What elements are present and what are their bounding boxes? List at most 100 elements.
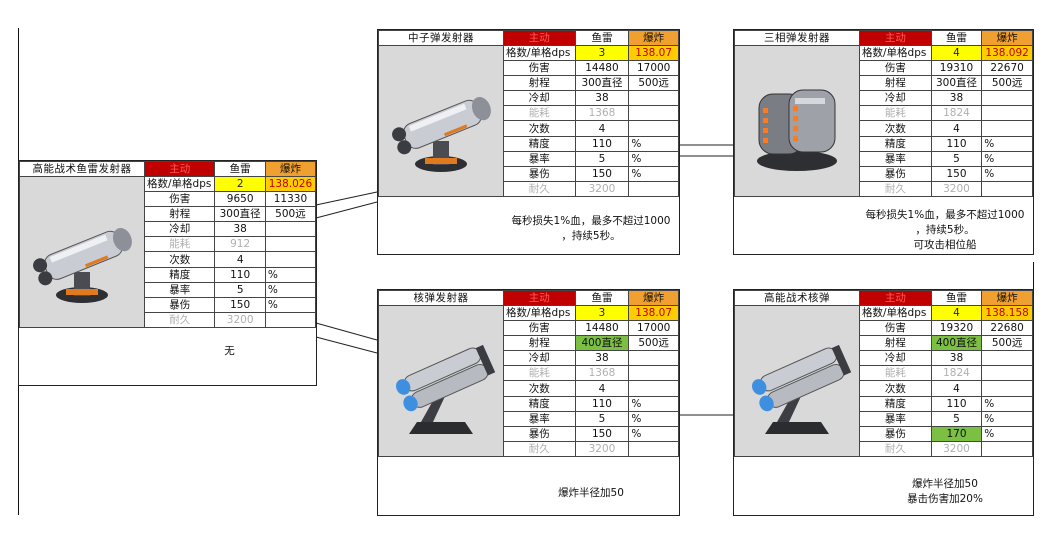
- stat-burst-range-burst: 500远: [628, 75, 679, 92]
- empty-cell: [981, 380, 1033, 397]
- stat-value-energy: 1824: [930, 105, 983, 122]
- stat-value-durability: 3200: [574, 180, 630, 198]
- header-torpedo: 鱼雷: [574, 30, 630, 46]
- stat-label-accuracy: 精度: [859, 395, 932, 412]
- stat-burst-damage-burst: 22670: [981, 60, 1033, 77]
- stat-label-crit-dmg: 暴伤: [503, 165, 576, 182]
- stat-burst-dps: 138.158: [981, 304, 1033, 322]
- stat-label-count: 次数: [503, 120, 576, 137]
- weapon-image: [19, 176, 145, 328]
- stat-label-energy: 能耗: [859, 365, 932, 382]
- empty-cell: [981, 120, 1033, 137]
- empty-cell: [628, 120, 679, 137]
- stat-label-durability: 耐久: [503, 180, 576, 198]
- stat-value-durability: 3200: [930, 180, 983, 198]
- empty-cell: [264, 236, 317, 253]
- percent-unit: %: [981, 425, 1033, 442]
- empty-cell: [628, 350, 679, 367]
- stat-value-damage: 19320: [930, 320, 983, 337]
- header-burst: 爆炸: [264, 161, 317, 177]
- stat-burst-range-burst: 500远: [628, 335, 679, 352]
- empty-cell: [628, 105, 679, 122]
- stat-label-crit-dmg: 暴伤: [503, 425, 576, 442]
- stat-value-durability: 3200: [574, 440, 630, 458]
- empty-cell: [628, 365, 679, 382]
- weapon-note: 爆炸半径加50: [502, 486, 680, 501]
- stat-label-cooldown: 冷却: [143, 221, 216, 238]
- weapon-name: 高能战术鱼雷发射器: [19, 161, 145, 177]
- stat-label-durability: 耐久: [859, 180, 932, 198]
- header-main: 主动: [143, 161, 216, 177]
- header-torpedo: 鱼雷: [930, 30, 983, 46]
- empty-cell: [981, 440, 1033, 458]
- connector-line: [315, 322, 378, 341]
- stat-burst-dps: 138.092: [981, 44, 1033, 62]
- stat-label-dps-label: 格数/单格dps: [503, 44, 576, 62]
- stat-label-damage: 伤害: [143, 191, 216, 208]
- stat-label-damage: 伤害: [859, 320, 932, 337]
- stat-value-crit-rate: 5: [574, 410, 630, 427]
- stat-value-crit-dmg: 170: [930, 425, 983, 442]
- stat-label-damage: 伤害: [859, 60, 932, 77]
- header-torpedo: 鱼雷: [574, 290, 630, 306]
- stat-label-energy: 能耗: [503, 105, 576, 122]
- percent-unit: %: [981, 135, 1033, 152]
- stat-label-dps-label: 格数/单格dps: [859, 304, 932, 322]
- weapon-note: 无: [142, 344, 317, 359]
- stat-label-dps-label: 格数/单格dps: [859, 44, 932, 62]
- percent-unit: %: [981, 150, 1033, 167]
- stat-value-count: 4: [930, 120, 983, 137]
- stat-label-range: 射程: [859, 75, 932, 92]
- stat-label-damage: 伤害: [503, 320, 576, 337]
- weapon-illustration: [33, 227, 132, 303]
- stat-value-cooldown: 38: [930, 90, 983, 107]
- stat-value-count: 4: [214, 251, 266, 268]
- stat-value-accuracy: 110: [930, 135, 983, 152]
- empty-cell: [981, 90, 1033, 107]
- stat-value-range: 300直径: [214, 206, 266, 223]
- header-main: 主动: [859, 30, 932, 46]
- percent-unit: %: [628, 425, 679, 442]
- stat-label-energy: 能耗: [503, 365, 576, 382]
- empty-cell: [264, 251, 317, 268]
- stat-label-energy: 能耗: [143, 236, 216, 253]
- weapon-illustration: [757, 89, 837, 171]
- note-line: 暴击伤害加20%: [907, 493, 983, 505]
- stat-label-crit-dmg: 暴伤: [143, 296, 216, 313]
- stat-burst-range-burst: 500远: [981, 75, 1033, 92]
- empty-cell: [628, 440, 679, 458]
- stat-label-range: 射程: [503, 75, 576, 92]
- note-line: 无: [224, 345, 235, 357]
- stat-value-durability: 3200: [214, 311, 266, 329]
- stat-value-count: 4: [574, 120, 630, 137]
- stat-label-cooldown: 冷却: [503, 90, 576, 107]
- stat-label-range: 射程: [143, 206, 216, 223]
- stat-value-cooldown: 38: [574, 350, 630, 367]
- stat-value-cooldown: 38: [930, 350, 983, 367]
- header-main: 主动: [503, 290, 576, 306]
- stat-burst-damage-burst: 22680: [981, 320, 1033, 337]
- note-line: 每秒损失1%血，最多不超过1000: [511, 215, 671, 227]
- stat-value-damage: 14480: [574, 60, 630, 77]
- percent-unit: %: [628, 165, 679, 182]
- stat-label-durability: 耐久: [503, 440, 576, 458]
- stat-value-energy: 912: [214, 236, 266, 253]
- percent-unit: %: [264, 296, 317, 313]
- stat-value-range: 400直径: [930, 335, 983, 352]
- weapon-note: 每秒损失1%血，最多不超过1000，持续5秒。可攻击相位船: [856, 208, 1034, 253]
- connector-line: [315, 336, 378, 354]
- stat-value-crit-dmg: 150: [930, 165, 983, 182]
- percent-unit: %: [981, 410, 1033, 427]
- note-line: ，持续5秒。: [561, 230, 621, 242]
- stat-value-durability: 3200: [930, 440, 983, 458]
